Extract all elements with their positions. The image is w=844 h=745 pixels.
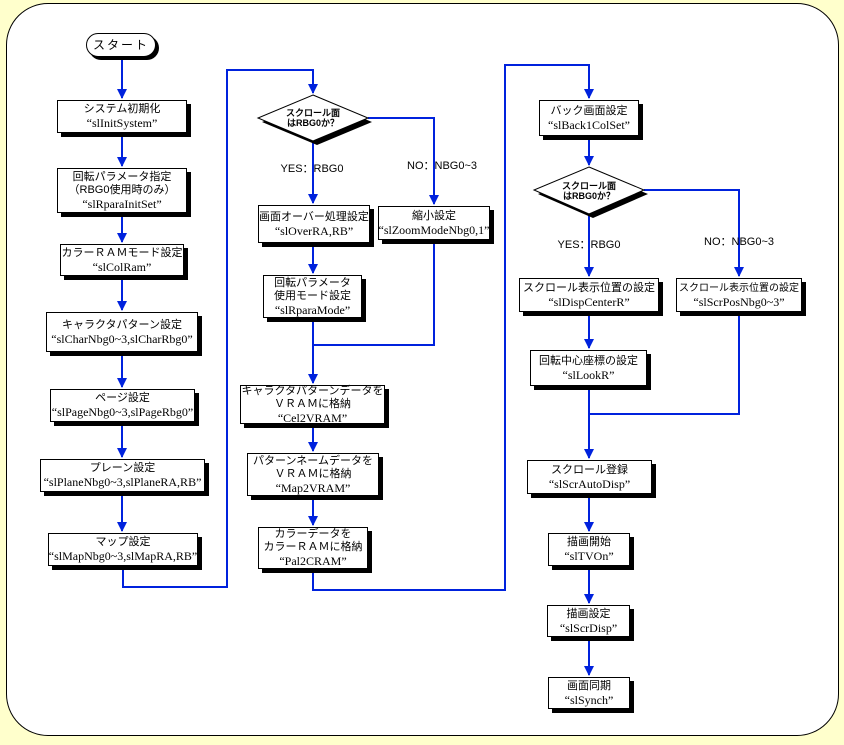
connector-map-decision1 [122,69,318,588]
decision-label: スクロール面 [285,108,340,118]
node-rpara-mode: 回転パラメータ 使用モード設定 “slRparaMode” [263,275,362,318]
node-over-set: 画面オーバー処理設定 “slOverRA,RB” [258,205,370,243]
node-function: “slInitSystem” [86,116,158,130]
node-function: “slCharNbg0~3,slCharRbg0” [51,331,193,346]
node-function: “Pal2CRAM” [279,554,347,568]
node-label: カラーＲＡＭモード設定 [61,246,183,259]
connector-pal-back [312,64,594,591]
node-label: スクロール表示位置の設定 [679,282,799,294]
node-function: “slZoomModeNbg0,1” [378,222,490,237]
decision2-diamond [532,166,646,215]
node-function: “slColRam” [92,259,152,274]
branch-label-yes1: YES：RBG0 [280,163,344,175]
decision2-text: スクロール面 はRBG0か？ [534,167,644,214]
node-label: キャラクタパターン設定 [61,318,182,331]
node-function: “slDispCenterR” [548,294,630,309]
node-label: スクロール表示位置の設定 [523,281,655,294]
node-function: “slSynch” [564,692,614,707]
start-label: スタート [92,37,149,52]
node-disp-center: スクロール表示位置の設定 “slDispCenterR” [519,278,659,312]
node-label: キャラクタパターンデータを [241,384,384,397]
node-label: パターンネームデータを [253,454,373,467]
node-plane-set: プレーン設定 “slPlaneNbg0~3,slPlaneRA,RB” [40,459,205,492]
node-function: “slLookR” [562,367,615,382]
node-synch: 画面同期 “slSynch” [548,677,630,709]
branch-label-no1: NO：NBG0~3 [407,160,477,172]
node-function: “slMapNbg0~3,slMapRA,RB” [48,549,198,563]
connector-scrpos-merge [590,312,740,415]
node-function: “slPageNbg0~3,slPageRbg0” [51,405,194,419]
node-look-r: 回転中心座標の設定 “slLookR” [530,350,647,386]
node-colram: カラーＲＡＭモード設定 “slColRam” [60,244,184,276]
decision1-diamond [256,94,370,142]
node-label: ＶＲＡＭに格納 [274,467,352,480]
branch-label-no2: NO：NBG0~3 [704,236,774,248]
node-label: 画面オーバー処理設定 [259,210,369,223]
node-label: カラーＲＡＭに格納 [263,541,363,553]
node-page-set: ページ設定 “slPageNbg0~3,slPageRbg0” [50,389,195,422]
node-label: 使用モード設定 [274,289,351,302]
node-scr-disp: 描画設定 “slScrDisp” [547,605,630,637]
node-tv-on: 描画開始 “slTVOn” [548,533,630,566]
node-scr-auto-disp: スクロール登録 “slScrAutoDisp” [527,460,652,494]
node-function: “slBack1ColSet” [548,117,630,132]
decision-label: はRBG0か？ [562,190,615,201]
node-map2vram: パターンネームデータを ＶＲＡＭに格納 “Map2VRAM” [247,453,379,496]
node-label: スクロール登録 [551,463,628,476]
node-label: 回転パラメータ [274,276,351,289]
node-label: 画面同期 [567,679,611,692]
node-function: “slScrPosNbg0~3” [693,294,785,309]
node-function: “slOverRA,RB” [274,223,354,238]
node-rpara-init: 回転パラメータ指定 （RBG0使用時のみ） “slRparaInitSet” [57,168,187,213]
node-function: “Map2VRAM” [275,480,351,495]
node-map-set: マップ設定 “slMapNbg0~3,slMapRA,RB” [48,533,198,566]
node-label: ＶＲＡＭに格納 [274,397,351,410]
node-function: “Cel2VRAM” [277,410,348,425]
node-init-system: システム初期化 “slInitSystem” [57,100,187,133]
node-pal2cram: カラーデータを カラーＲＡＭに格納 “Pal2CRAM” [258,527,368,569]
connector-decision1-zoomset [368,117,439,205]
decision-label: スクロール面 [561,180,616,191]
node-start: スタート [86,33,156,57]
node-label: マップ設定 [95,536,151,548]
node-label: カラーデータを [274,528,352,540]
node-char-pattern: キャラクタパターン設定 “slCharNbg0~3,slCharRbg0” [46,312,198,352]
node-label: 描画開始 [567,536,611,548]
node-function: “slRparaInitSet” [82,196,162,211]
node-label: 縮小設定 [412,209,456,222]
node-function: “slRparaMode” [274,302,351,317]
node-label: プレーン設定 [89,462,156,474]
node-zoom-set: 縮小設定 “slZoomModeNbg0,1” [378,206,490,240]
node-label: ページ設定 [95,392,150,404]
node-scr-pos: スクロール表示位置の設定 “slScrPosNbg0~3” [676,278,802,312]
node-label: バック画面設定 [550,104,628,117]
node-label: 回転パラメータ指定 [72,170,172,183]
branch-label-yes2: YES：RBG0 [557,239,621,251]
node-label: システム初期化 [83,103,161,115]
node-cel2vram: キャラクタパターンデータを ＶＲＡＭに格納 “Cel2VRAM” [240,384,385,425]
node-function: “slScrDisp” [559,620,618,635]
node-label: 描画設定 [566,607,611,620]
node-function: “slScrAutoDisp” [548,476,631,491]
node-back-screen: バック画面設定 “slBack1ColSet” [539,100,639,136]
decision1-text: スクロール面 はRBG0か？ [258,95,368,141]
decision-label: はRBG0か？ [286,118,339,128]
node-label: 回転中心座標の設定 [539,354,638,367]
connector-decision2-scrpos [644,189,744,277]
node-function: “slTVOn” [564,549,614,563]
node-label: （RBG0使用時のみ） [68,183,176,196]
node-function: “slPlaneNbg0~3,slPlaneRA,RB” [43,475,202,489]
connector-zoomset-merge [314,240,435,346]
